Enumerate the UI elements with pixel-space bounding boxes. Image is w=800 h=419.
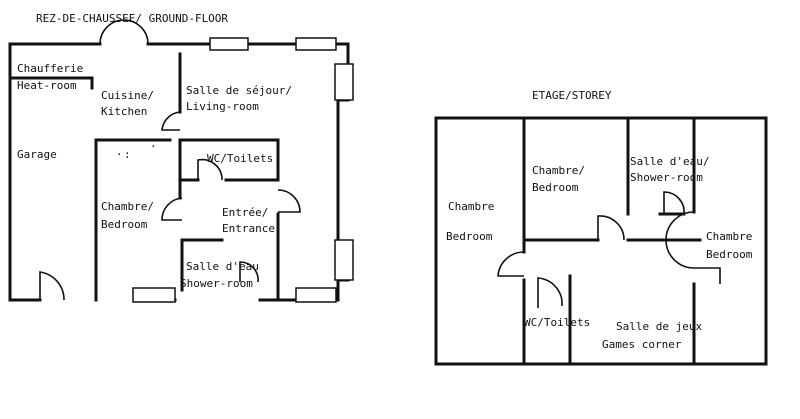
storey-wc-label: WC/Toilets — [524, 316, 590, 329]
mark: · — [116, 148, 123, 161]
ground-shower-label-fr: Salle d'eau — [186, 260, 259, 273]
storey-bedroom-left-label-en: Bedroom — [446, 230, 493, 243]
storey-bedroom-left-label-fr: Chambre — [448, 200, 494, 213]
living-label-fr: Salle de séjour/ — [186, 84, 292, 97]
storey-bedroom-right-label-en: Bedroom — [706, 248, 753, 261]
door-swing — [197, 158, 223, 181]
window — [295, 287, 337, 303]
heat-room-label-en: Heat-room — [17, 79, 77, 92]
mark: : — [124, 148, 131, 161]
storey-outer-wall — [434, 116, 768, 366]
games-label-fr: Salle de jeux — [616, 320, 702, 333]
door-swing — [597, 215, 625, 241]
living-label-en: Living-room — [186, 100, 259, 113]
door-swing — [161, 111, 181, 131]
mark: · — [150, 140, 157, 153]
storey-bedroom-mid-label-fr: Chambre/ — [532, 164, 585, 177]
ground-wc-label: WC/Toilets — [207, 152, 273, 165]
door-swing — [277, 189, 301, 213]
window — [295, 37, 337, 51]
storey-bedroom-mid-label-en: Bedroom — [532, 181, 579, 194]
ground-shower-label-en: Shower-room — [180, 277, 253, 290]
ground-floor-title: REZ-DE-CHAUSSEE/ GROUND-FLOOR — [36, 12, 228, 25]
door-swing — [161, 197, 183, 221]
garage-label: Garage — [17, 148, 57, 161]
window — [334, 63, 354, 101]
ground-floor-plan: · : · REZ-DE-CHAUSSEE/ GROUND-FLOOR Chau… — [8, 12, 354, 303]
door-swing — [537, 277, 563, 308]
storey-shower-label-fr: Salle d'eau/ — [630, 155, 709, 168]
kitchen-label-en: Kitchen — [101, 105, 147, 118]
door-swing — [665, 211, 721, 284]
ground-bedroom-label-en: Bedroom — [101, 218, 148, 231]
window — [209, 37, 249, 51]
door-swing — [99, 19, 149, 45]
ground-bedroom-label-fr: Chambre/ — [101, 200, 154, 213]
door-swing — [239, 261, 259, 283]
door-swing — [663, 191, 685, 215]
entrance-label-en: Entrance — [222, 222, 275, 235]
kitchen-label-fr: Cuisine/ — [101, 89, 154, 102]
games-label-en: Games corner — [602, 338, 682, 351]
storey-interior-walls — [522, 116, 702, 366]
ground-interior-walls — [8, 52, 280, 302]
garage-door — [39, 271, 65, 301]
heat-room-label-fr: Chaufferie — [17, 62, 83, 75]
window — [334, 239, 354, 281]
storey-shower-label-en: Shower-room — [630, 171, 703, 184]
entrance-label-fr: Entrée/ — [222, 206, 268, 219]
storey-bedroom-right-label-fr: Chambre — [706, 230, 752, 243]
door-swing — [497, 251, 525, 277]
window — [132, 287, 176, 303]
storey-plan: ETAGE/STOREY Chambre Bedroom Chambre/ Be… — [434, 89, 768, 366]
storey-title: ETAGE/STOREY — [532, 89, 612, 102]
